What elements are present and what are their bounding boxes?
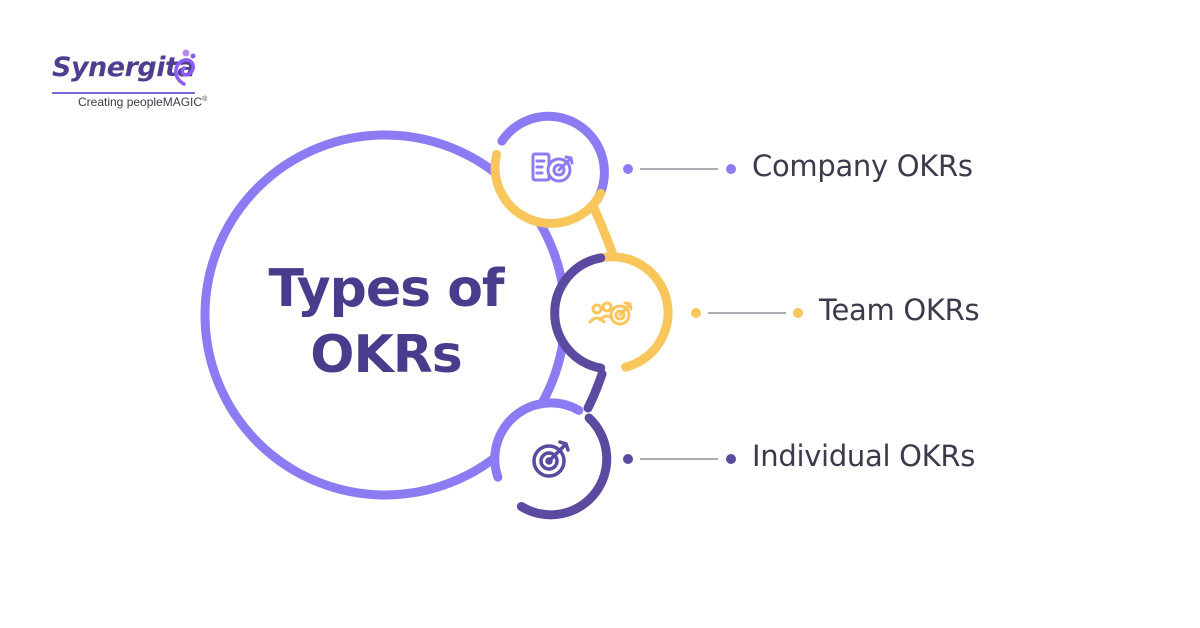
title-line-2: OKRs bbox=[310, 325, 463, 385]
company-node-ring-yellow bbox=[490, 150, 606, 228]
team-node-ring-yellow bbox=[596, 252, 673, 372]
company-node-ring-violet bbox=[497, 111, 609, 205]
connector-middle-bottom bbox=[583, 369, 607, 413]
logo-tagline: Creating peopleMAGIC® bbox=[78, 95, 208, 109]
company-target-clipboard-icon bbox=[531, 152, 574, 183]
individual-target-icon bbox=[532, 440, 570, 478]
label-team-okrs: Team OKRs bbox=[819, 293, 980, 327]
logo-swirl-icon bbox=[174, 49, 196, 86]
team-node-ring-indigo bbox=[550, 253, 606, 373]
synergita-logo: Synergita Creating peopleMAGIC® bbox=[52, 48, 212, 118]
label-company-okrs: Company OKRs bbox=[752, 149, 973, 183]
logo-underline bbox=[52, 92, 195, 94]
diagram-title: Types of OKRs bbox=[232, 256, 540, 388]
label-individual-okrs: Individual OKRs bbox=[752, 439, 976, 473]
connector-top-middle bbox=[589, 203, 617, 257]
individual-node-ring-violet bbox=[490, 398, 584, 482]
individual-node-ring-indigo bbox=[516, 413, 612, 520]
individual-connector bbox=[623, 454, 736, 464]
company-connector bbox=[623, 164, 736, 174]
title-line-1: Types of bbox=[268, 259, 504, 319]
logo-wordmark: Synergita bbox=[52, 52, 196, 83]
team-connector bbox=[691, 308, 803, 318]
team-target-icon bbox=[588, 301, 633, 326]
